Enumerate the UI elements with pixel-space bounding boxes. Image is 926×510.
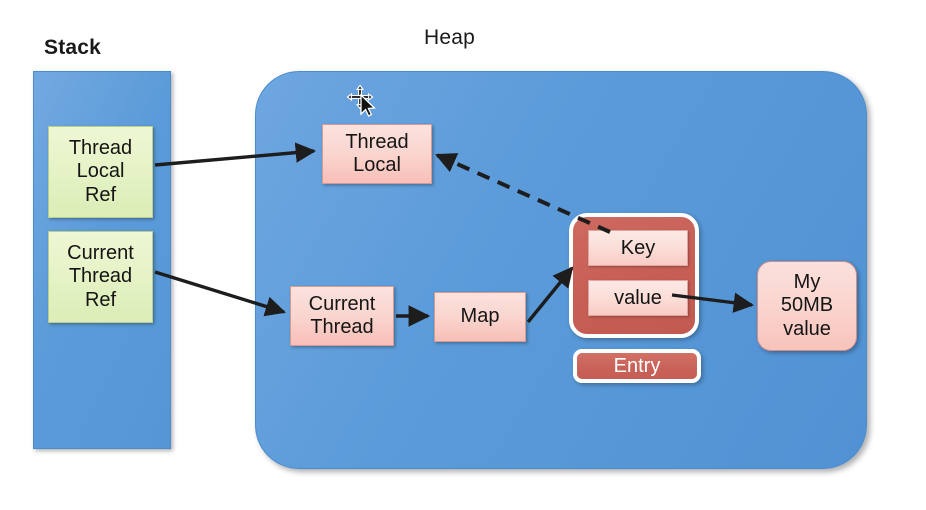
node-thread-local-ref[interactable]: Thread Local Ref [48,126,153,218]
node-line: Local [76,160,125,183]
node-line: Current [67,242,134,265]
node-line: 50MB [780,294,834,317]
node-current-thread[interactable]: Current Thread [290,286,394,346]
entry-group[interactable]: Key value [569,213,699,338]
entry-value-slot[interactable]: value [588,280,688,316]
node-map[interactable]: Map [434,292,526,342]
node-line: Local [353,154,401,176]
entry-tag-label: Entry [573,349,701,383]
node-line: Thread [68,137,133,160]
stack-label: Stack [44,36,102,59]
heap-label: Heap [424,26,476,49]
node-line: Current [308,292,376,315]
pointer-arrow-icon [360,93,376,117]
move-cursor-icon [346,84,376,117]
node-line: Thread [68,265,133,288]
entry-key-slot[interactable]: Key [588,230,688,266]
node-line: Ref [84,183,117,206]
node-my-50mb-value[interactable]: My 50MB value [757,261,857,351]
node-thread-local[interactable]: Thread Local [322,124,432,184]
node-line: Ref [84,288,117,311]
node-line: My [793,271,821,294]
node-line: value [783,317,831,340]
node-current-thread-ref[interactable]: Current Thread Ref [48,231,153,323]
node-line: Thread [310,316,374,338]
node-line: Map [460,305,500,328]
node-line: Thread [345,130,409,153]
